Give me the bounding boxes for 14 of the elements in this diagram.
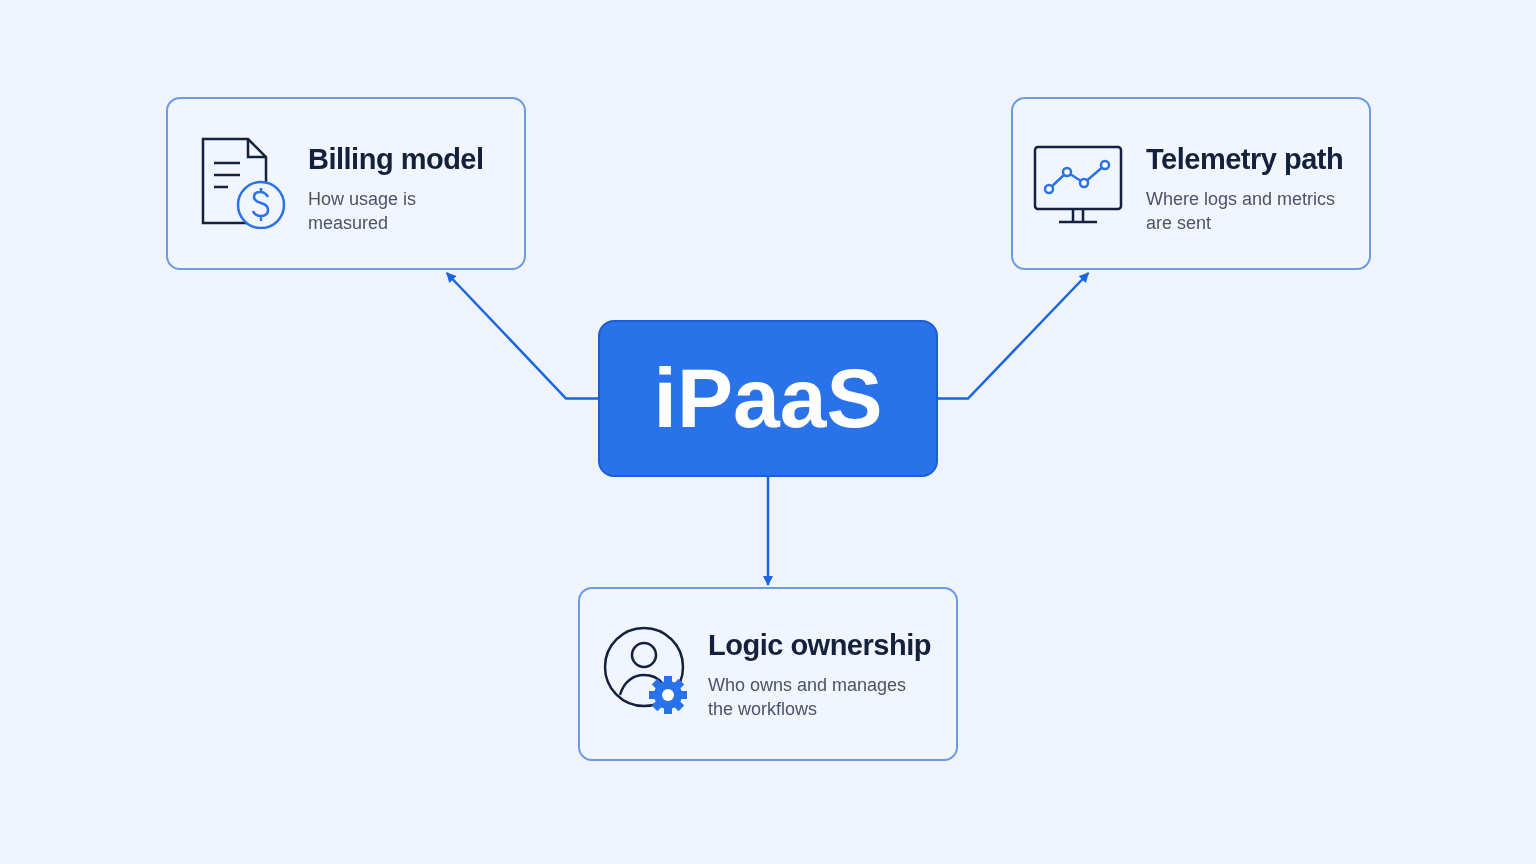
arrow — [445, 272, 598, 400]
info-card — [166, 97, 526, 270]
info-card — [1011, 97, 1371, 270]
card-title: Logic ownership — [708, 629, 931, 662]
card-description: Who owns and manages the workflows — [708, 674, 908, 721]
card-title: Billing model — [308, 143, 484, 176]
card-description: Where logs and metrics are sent — [1146, 188, 1337, 235]
platform-box — [598, 320, 938, 477]
arrow — [763, 477, 773, 586]
arrow — [938, 272, 1090, 400]
card-description: How usage is measured — [308, 188, 418, 235]
card-title: Telemetry path — [1146, 143, 1344, 176]
box-title: iPaaS — [653, 350, 883, 447]
info-card — [578, 587, 958, 761]
